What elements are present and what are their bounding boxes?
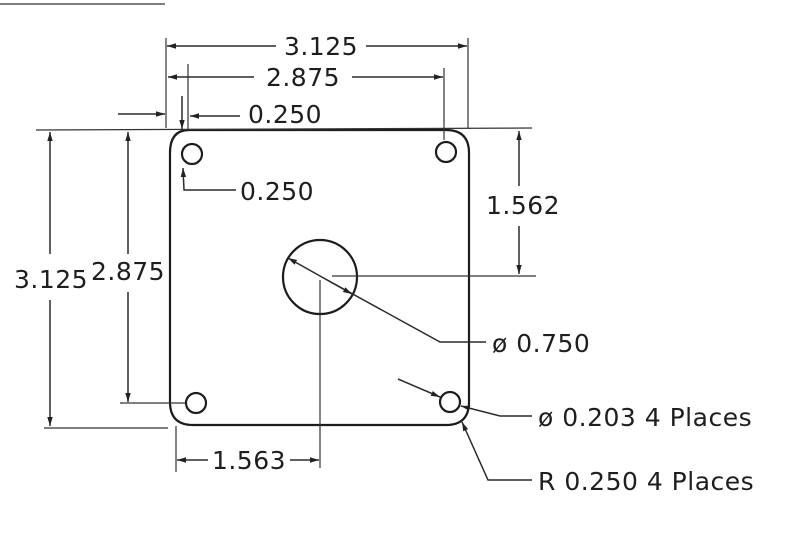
- leader-center-hole-upper: [287, 257, 321, 277]
- dim-text-hole-offset-x: 0.250: [248, 100, 322, 129]
- leader-corner-hole-out: [460, 405, 532, 417]
- plate-outline: [168, 128, 471, 427]
- callout-corner-hole-diameter: ø 0.203 4 Places: [538, 403, 752, 432]
- dim-line-offset-y-leader: [180, 167, 236, 191]
- dim-text-hole-center-width: 2.875: [266, 63, 340, 92]
- dim-text-hole-offset-y: 0.250: [240, 177, 314, 206]
- dim-text-center-hole-y: 1.562: [486, 191, 560, 220]
- corner-hole-bottom-right: [438, 390, 462, 414]
- dim-text-center-hole-x: 1.563: [212, 446, 286, 475]
- callout-center-hole-diameter: ø 0.750: [492, 329, 590, 358]
- corner-hole-top-left: [180, 142, 204, 166]
- corner-hole-top-right: [434, 140, 458, 164]
- dim-text-hole-center-height: 2.875: [91, 257, 165, 286]
- leader-center-hole: [319, 275, 486, 343]
- callout-corner-radius: R 0.250 4 Places: [538, 467, 754, 496]
- corner-hole-bottom-left: [184, 391, 208, 415]
- dim-text-overall-width: 3.125: [284, 32, 358, 61]
- leader-corner-radius: [461, 421, 532, 481]
- leader-corner-hole-in: [397, 378, 441, 398]
- dim-text-overall-height: 3.125: [14, 265, 88, 294]
- ext-line-top-horizontal: [35, 127, 533, 131]
